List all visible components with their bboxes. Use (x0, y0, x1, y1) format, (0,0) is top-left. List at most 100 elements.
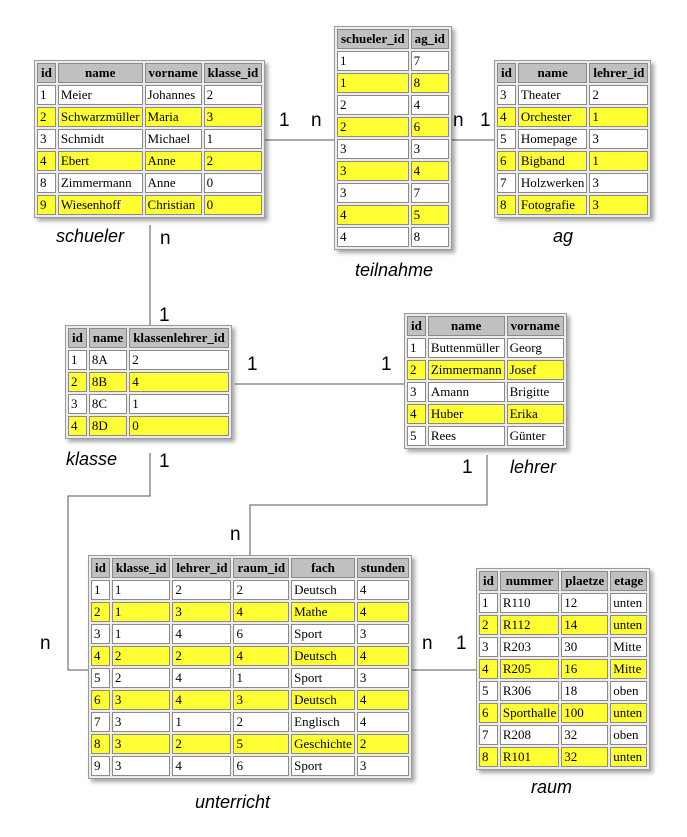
unterricht-cell: 2 (356, 734, 409, 754)
unterricht-cell: 6 (91, 690, 110, 710)
schueler-cell: 3 (203, 107, 263, 127)
unterricht-cell: 3 (356, 624, 409, 644)
raum-cell: 16 (561, 659, 609, 679)
cardinality-klasse-unterricht-1: 1 (159, 451, 170, 472)
klasse-cell: 8B (88, 372, 128, 392)
unterricht-column-header: fach (291, 558, 355, 578)
unterricht-cell: 3 (356, 668, 409, 688)
unterricht-cell: 1 (111, 580, 171, 600)
schueler-cell: Schmidt (57, 129, 143, 149)
unterricht-cell: 1 (91, 580, 110, 600)
schueler-cell: Wiesenhoff (57, 195, 143, 215)
unterricht-cell: 5 (91, 668, 110, 688)
ag-cell: Bigband (517, 151, 588, 171)
raum-column-header: id (479, 571, 498, 591)
klasse-column-header: id (68, 328, 87, 348)
teilnahme-cell: 5 (410, 205, 449, 225)
caption-lehrer: lehrer (510, 457, 557, 477)
cardinality-teilnahme-ag-n: n (453, 110, 464, 131)
teilnahme-cell: 3 (337, 183, 409, 203)
unterricht-cell: 2 (172, 646, 232, 666)
ag-cell: 6 (497, 151, 516, 171)
raum-cell: R203 (499, 637, 560, 657)
ag-cell: 3 (589, 129, 649, 149)
unterricht-cell: 4 (172, 756, 232, 776)
schueler-column-header: klasse_id (203, 63, 263, 83)
schueler-column-header: name (57, 63, 143, 83)
cardinality-klasse-lehrer-1b: 1 (381, 354, 392, 375)
lehrer-column-header: name (427, 316, 505, 336)
ag-cell: 3 (497, 85, 516, 105)
schueler-cell: 9 (37, 195, 56, 215)
unterricht-cell: 3 (111, 690, 171, 710)
teilnahme-cell: 8 (410, 73, 449, 93)
unterricht-column-header: lehrer_id (172, 558, 232, 578)
raum-cell: unten (610, 615, 648, 635)
unterricht-cell: 3 (91, 624, 110, 644)
unterricht-cell: 1 (233, 668, 290, 688)
schueler-cell: Christian (144, 195, 202, 215)
ag-cell: 1 (589, 151, 649, 171)
unterricht-column-header: stunden (356, 558, 409, 578)
cardinality-schueler-klasse-1: 1 (159, 305, 170, 326)
schueler-cell: 3 (37, 129, 56, 149)
ag-cell: 5 (497, 129, 516, 149)
unterricht-cell: 3 (111, 734, 171, 754)
lehrer-cell: 1 (407, 338, 426, 358)
ag-cell: Holzwerken (517, 173, 588, 193)
ag-cell: 4 (497, 107, 516, 127)
cardinality-lehrer-unterricht-1: 1 (462, 457, 473, 478)
raum-cell: oben (610, 725, 648, 745)
klasse-cell: 1 (68, 350, 87, 370)
raum-cell: 14 (561, 615, 609, 635)
unterricht-cell: 2 (172, 580, 232, 600)
unterricht-cell: 3 (356, 756, 409, 776)
unterricht-cell: 3 (111, 712, 171, 732)
unterricht-cell: 6 (233, 624, 290, 644)
lehrer-cell: 5 (407, 426, 426, 446)
unterricht-cell: 2 (233, 712, 290, 732)
lehrer-cell: Erika (506, 404, 564, 424)
raum-cell: Mitte (610, 659, 648, 679)
schueler-cell: Maria (144, 107, 202, 127)
schueler-cell: Ebert (57, 151, 143, 171)
ag-column-header: id (497, 63, 516, 83)
teilnahme-cell: 6 (410, 117, 449, 137)
teilnahme-cell: 4 (337, 205, 409, 225)
cardinality-lehrer-unterricht-n: n (230, 524, 241, 545)
raum-cell: 100 (561, 703, 609, 723)
schueler-cell: 8 (37, 173, 56, 193)
unterricht-cell: 1 (172, 712, 232, 732)
raum-cell: 4 (479, 659, 498, 679)
cardinality-teilnahme-ag-1: 1 (480, 110, 491, 131)
unterricht-column-header: id (91, 558, 110, 578)
unterricht-cell: 8 (91, 734, 110, 754)
raum-cell: 8 (479, 747, 498, 767)
cardinality-klasse-unterricht-n: n (40, 633, 51, 654)
raum-cell: 5 (479, 681, 498, 701)
unterricht-cell: 4 (91, 646, 110, 666)
ag-cell: Orchester (517, 107, 588, 127)
caption-klasse: klasse (66, 449, 118, 469)
unterricht-column-header: raum_id (233, 558, 290, 578)
schueler-cell: Anne (144, 151, 202, 171)
teilnahme-cell: 3 (337, 139, 409, 159)
unterricht-cell: Sport (291, 668, 355, 688)
